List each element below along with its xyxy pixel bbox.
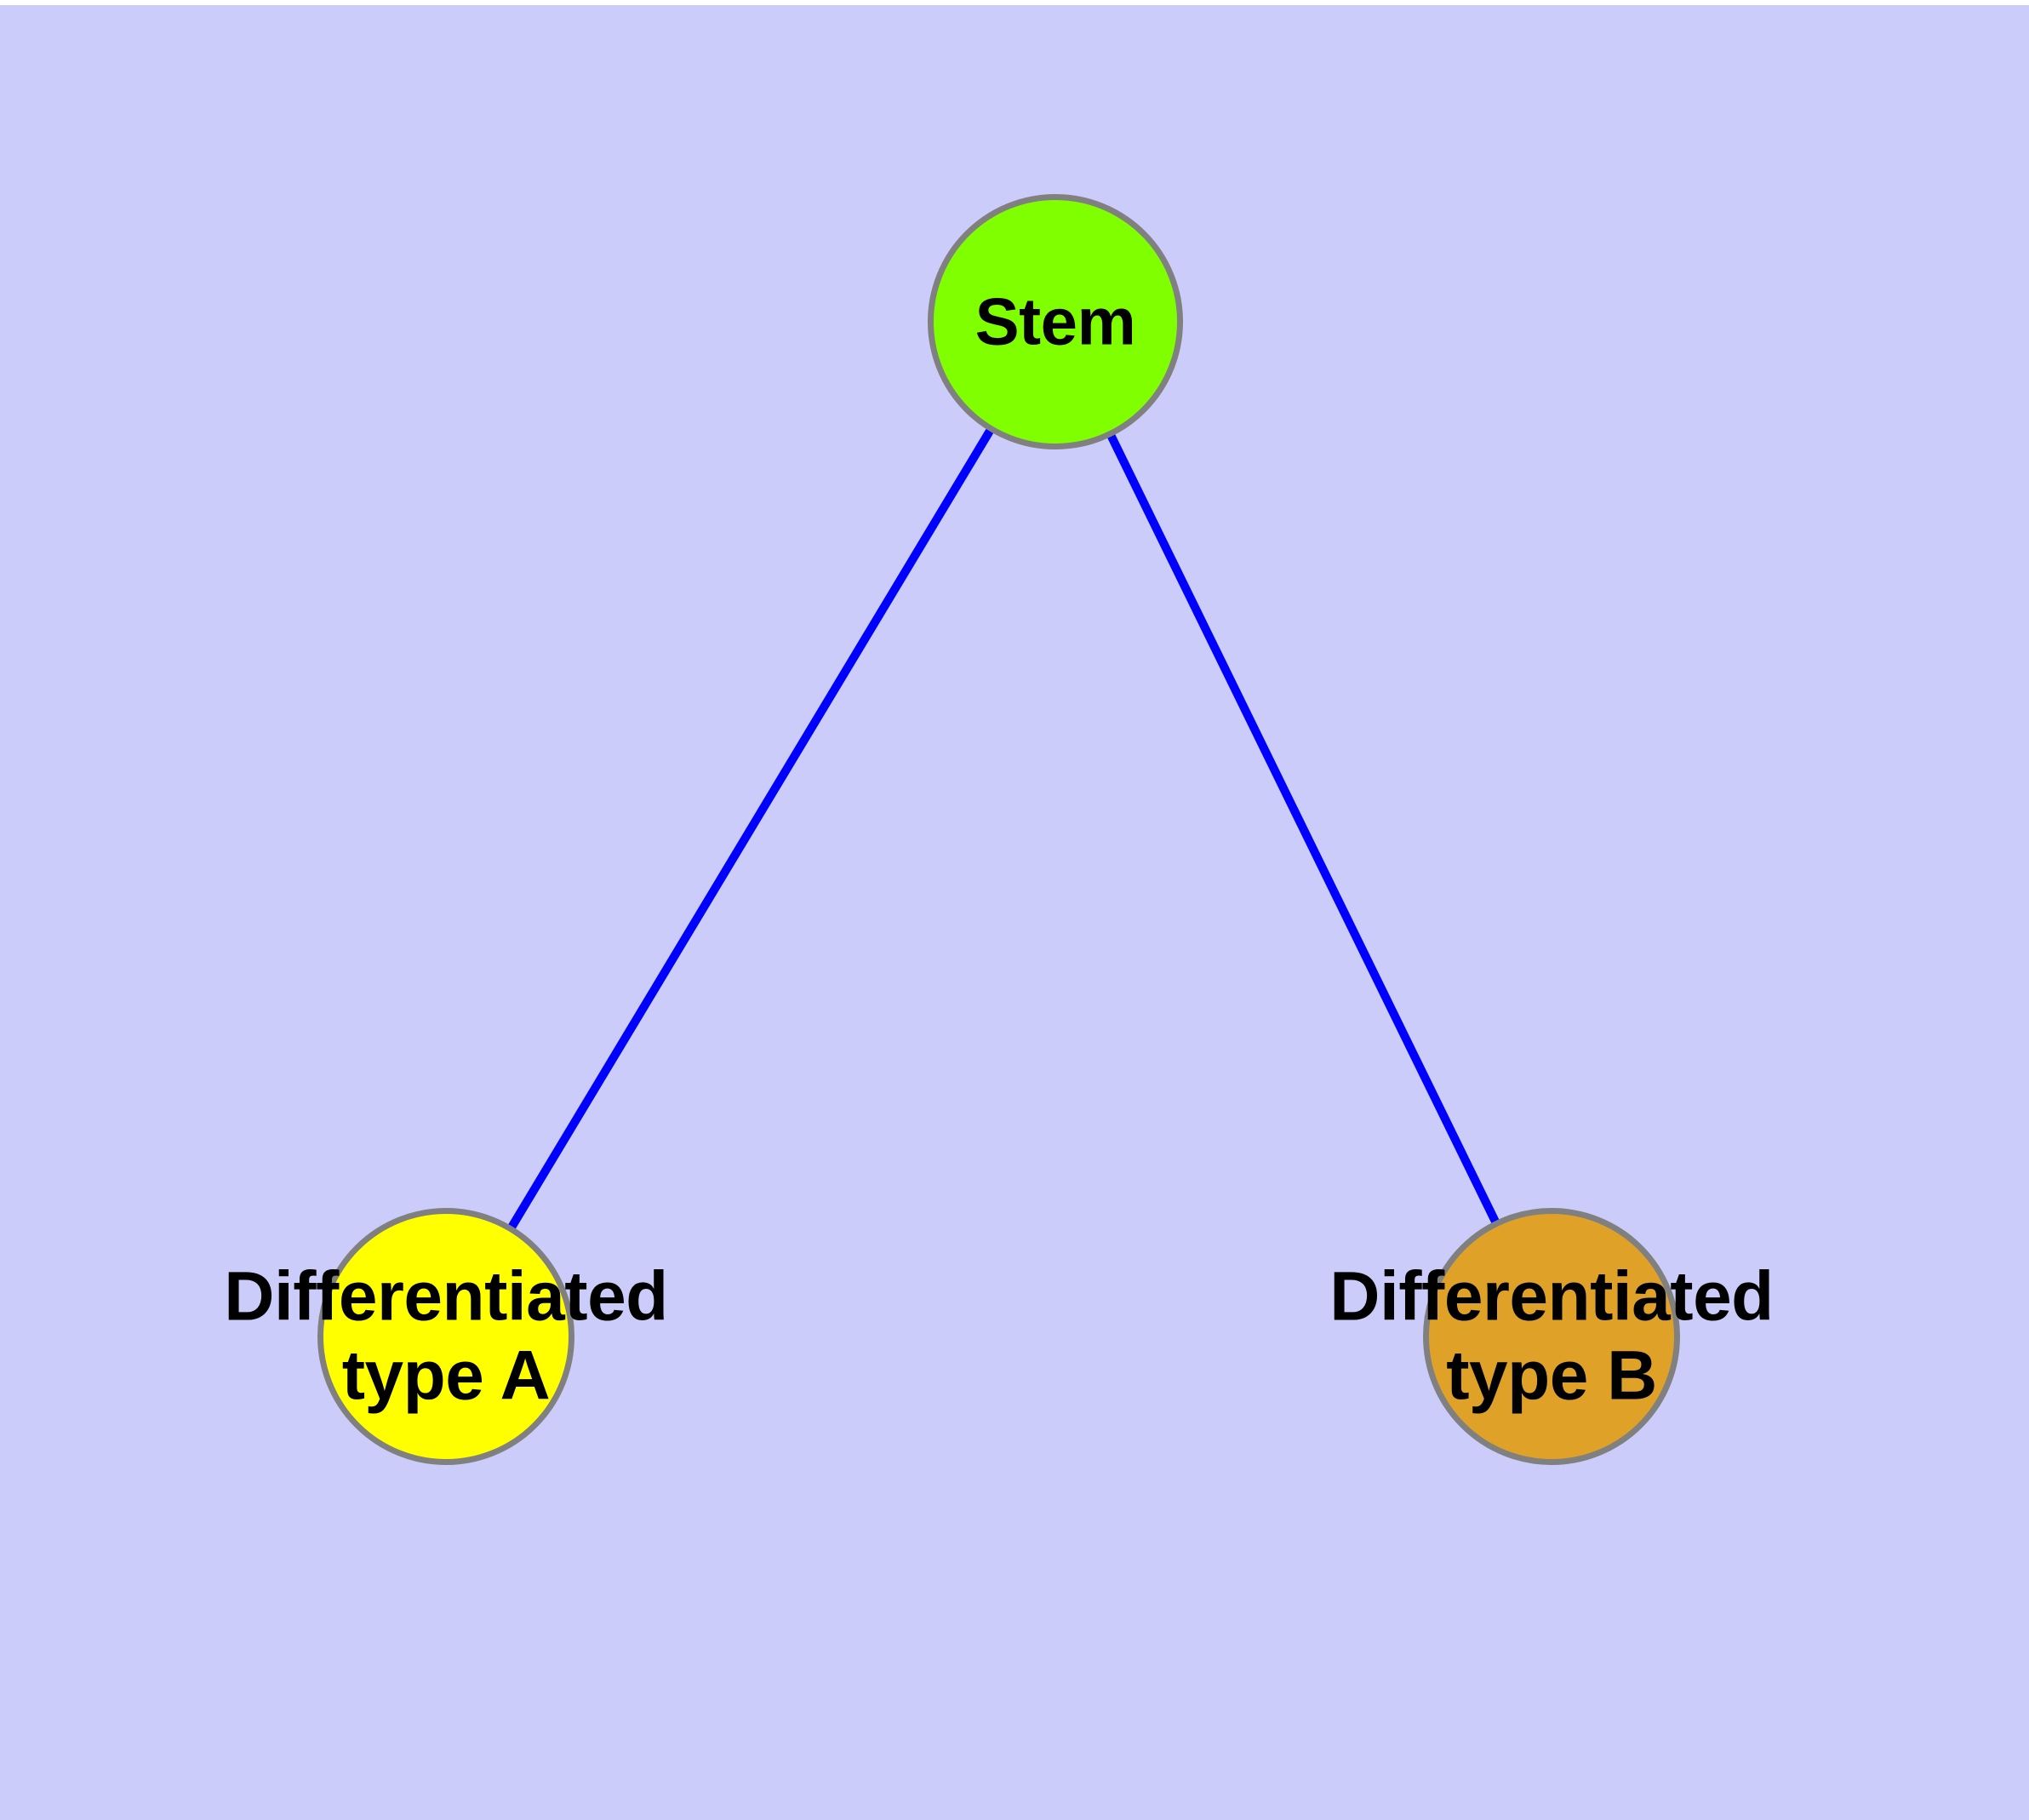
edges-layer xyxy=(442,319,1556,1339)
nodes-layer xyxy=(317,194,1680,1465)
node-circle-stem[interactable] xyxy=(928,194,1183,449)
edge-stem-diff-b xyxy=(1051,319,1556,1339)
node-circle-diff_a[interactable] xyxy=(317,1208,574,1465)
graph-svg xyxy=(317,194,1680,1465)
edge-stem-diff-a xyxy=(442,319,1060,1339)
node-circle-diff_b[interactable] xyxy=(1423,1208,1680,1465)
